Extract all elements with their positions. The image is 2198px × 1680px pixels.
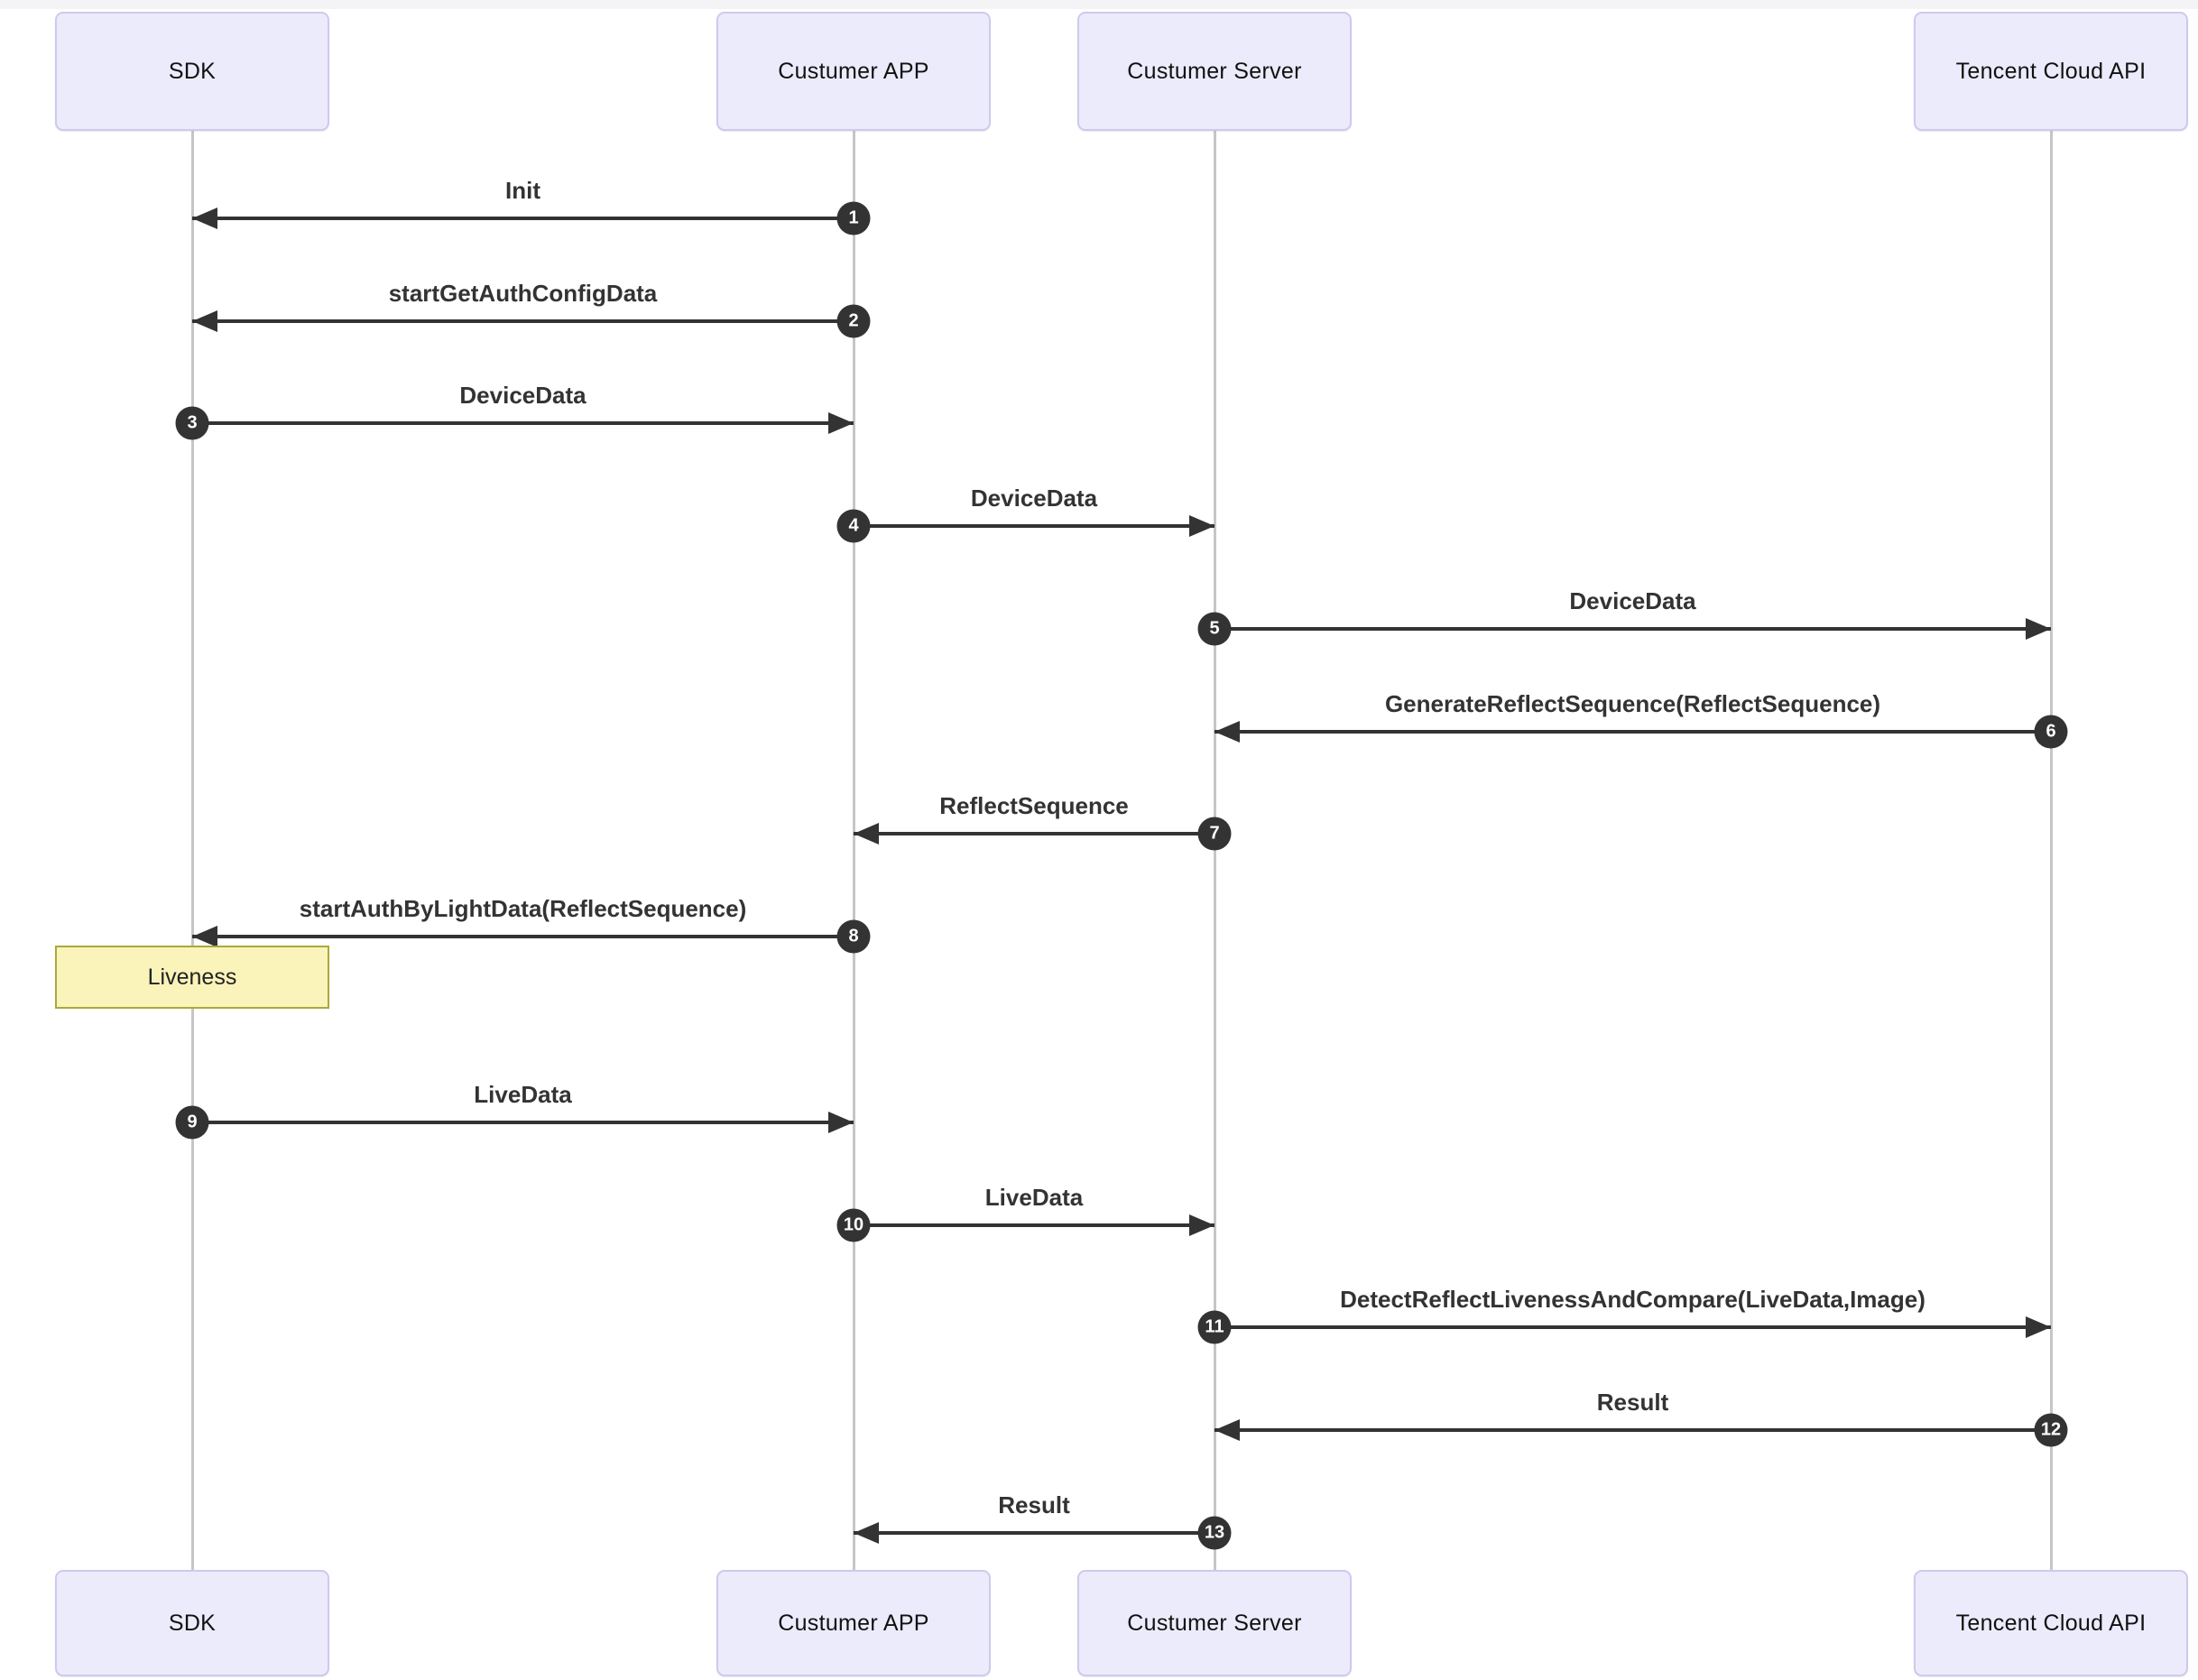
message-arrow-line	[192, 421, 854, 426]
message-arrow-line	[1214, 729, 2051, 734]
sequence-number: 9	[175, 1105, 209, 1140]
sequence-number: 4	[836, 509, 871, 543]
sequence-number: 12	[2034, 1413, 2068, 1447]
message-arrow-line	[854, 524, 1214, 529]
message-label: startGetAuthConfigData	[388, 279, 658, 307]
actor-box-sdk-bottom: SDK	[55, 1570, 329, 1676]
message-arrow-line	[1214, 1428, 2051, 1433]
arrowhead-icon	[1214, 720, 1240, 743]
message-label: DeviceData	[1569, 586, 1696, 614]
sequence-number: 3	[175, 406, 209, 440]
sequence-number: 5	[1197, 612, 1232, 646]
message-arrow-line	[854, 1530, 1214, 1535]
lifeline-api	[2049, 131, 2053, 1570]
arrowhead-icon	[192, 208, 217, 229]
arrowhead-icon	[192, 309, 217, 332]
message-arrow-line	[1214, 1325, 2051, 1330]
sequence-number: 8	[836, 919, 871, 954]
arrowhead-icon	[1189, 515, 1214, 538]
message-label: ReflectSequence	[939, 792, 1129, 820]
sequence-number: 13	[1197, 1516, 1232, 1550]
message-arrow-line	[854, 1223, 1214, 1227]
arrowhead-icon	[2026, 617, 2051, 640]
arrowhead-icon	[192, 925, 217, 947]
actor-box-app-bottom: Custumer APP	[716, 1570, 991, 1676]
message-label: DetectReflectLivenessAndCompare(LiveData…	[1340, 1286, 1926, 1314]
arrowhead-icon	[1214, 1419, 1240, 1442]
sequence-number: 11	[1197, 1310, 1232, 1344]
message-label: GenerateReflectSequence(ReflectSequence)	[1384, 689, 1881, 717]
page-top-strip	[0, 0, 2198, 9]
lifeline-sdk	[190, 131, 194, 1570]
lifeline-app	[852, 131, 855, 1570]
arrowhead-icon	[854, 823, 879, 845]
sequence-number: 6	[2034, 715, 2068, 748]
message-label: LiveData	[474, 1081, 572, 1108]
actor-box-server-bottom: Custumer Server	[1077, 1570, 1352, 1676]
arrowhead-icon	[854, 1521, 879, 1544]
arrowhead-icon	[828, 412, 854, 435]
message-label: Init	[505, 177, 540, 204]
message-label: DeviceData	[970, 485, 1098, 512]
message-label: DeviceData	[459, 382, 586, 410]
message-arrow-line	[854, 832, 1214, 836]
message-label: Result	[998, 1491, 1070, 1518]
message-label: startAuthByLightData(ReflectSequence)	[299, 894, 747, 922]
sequence-number: 1	[836, 201, 871, 235]
message-arrow-line	[192, 217, 854, 220]
arrowhead-icon	[2026, 1316, 2051, 1339]
sequence-number: 7	[1197, 817, 1232, 851]
message-arrow-line	[192, 934, 854, 938]
message-arrow-line	[192, 318, 854, 323]
message-arrow-line	[1214, 626, 2051, 631]
actor-box-app-top: Custumer APP	[716, 12, 991, 131]
message-arrow-line	[192, 1121, 854, 1124]
message-label: LiveData	[984, 1183, 1084, 1211]
sequence-number: 2	[836, 304, 871, 338]
note-liveness: Liveness	[55, 946, 329, 1009]
actor-box-api-bottom: Tencent Cloud API	[1914, 1570, 2188, 1676]
actor-box-server-top: Custumer Server	[1077, 12, 1352, 131]
actor-box-sdk-top: SDK	[55, 12, 329, 131]
arrowhead-icon	[1189, 1214, 1214, 1236]
actor-box-api-top: Tencent Cloud API	[1914, 12, 2188, 131]
sequence-number: 10	[836, 1208, 871, 1242]
arrowhead-icon	[828, 1112, 854, 1133]
message-label: Result	[1596, 1389, 1669, 1417]
